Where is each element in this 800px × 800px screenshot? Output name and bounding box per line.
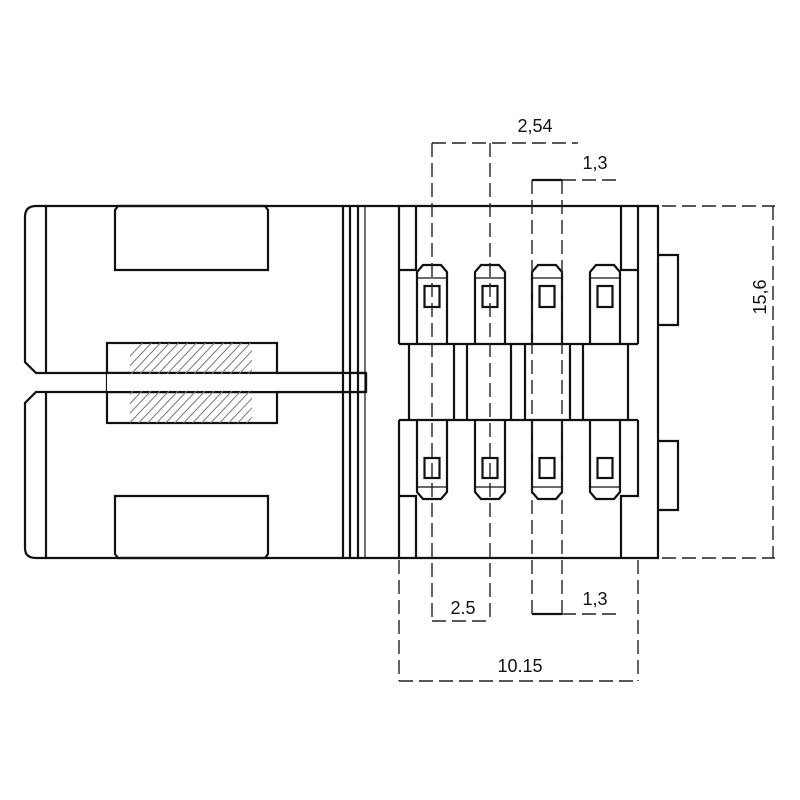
dim-label-pitch-bottom: 2.5 [450, 598, 475, 618]
lower-window [113, 494, 270, 560]
body-outline-top [36, 204, 660, 560]
hatch-line [130, 343, 144, 357]
side-tab-upper [659, 253, 680, 327]
pin-contact-square [538, 456, 556, 480]
pin-top [530, 263, 564, 344]
pins [415, 263, 622, 501]
pin-contact-square [481, 456, 499, 480]
dim-label-width-bottom: 1,3 [582, 589, 607, 609]
hatch-line [227, 397, 252, 423]
pin-top [588, 263, 622, 344]
pin-contact-square [423, 456, 441, 480]
dim-label-width-top: 1,3 [582, 153, 607, 173]
upper-window [113, 204, 270, 272]
hatch-line [130, 343, 153, 367]
side-tab-lower [659, 439, 680, 512]
housing-notch [619, 206, 638, 272]
slot-mask [108, 374, 358, 391]
hatch-line [236, 407, 252, 423]
housing-notch [399, 494, 418, 558]
pin-bottom [473, 420, 507, 501]
middle-band [407, 344, 630, 420]
pin-contact-square [596, 456, 614, 480]
pin-contact-square [538, 284, 556, 309]
pin-bottom [415, 420, 449, 501]
hatch-line [130, 343, 162, 376]
dimensions: 2,54 1,3 2.5 1,3 10.15 15,6 [398, 116, 775, 682]
pin-bottom [588, 420, 622, 501]
dim-label-pitch-top: 2,54 [517, 116, 552, 136]
pin-contact-square [596, 284, 614, 309]
dim-label-overall-width: 10.15 [497, 656, 542, 676]
hatch-line [218, 388, 252, 423]
connector-body [23, 204, 680, 560]
housing-notch [399, 206, 418, 272]
housing-notch [619, 420, 640, 558]
dim-label-overall-height: 15,6 [750, 279, 770, 314]
